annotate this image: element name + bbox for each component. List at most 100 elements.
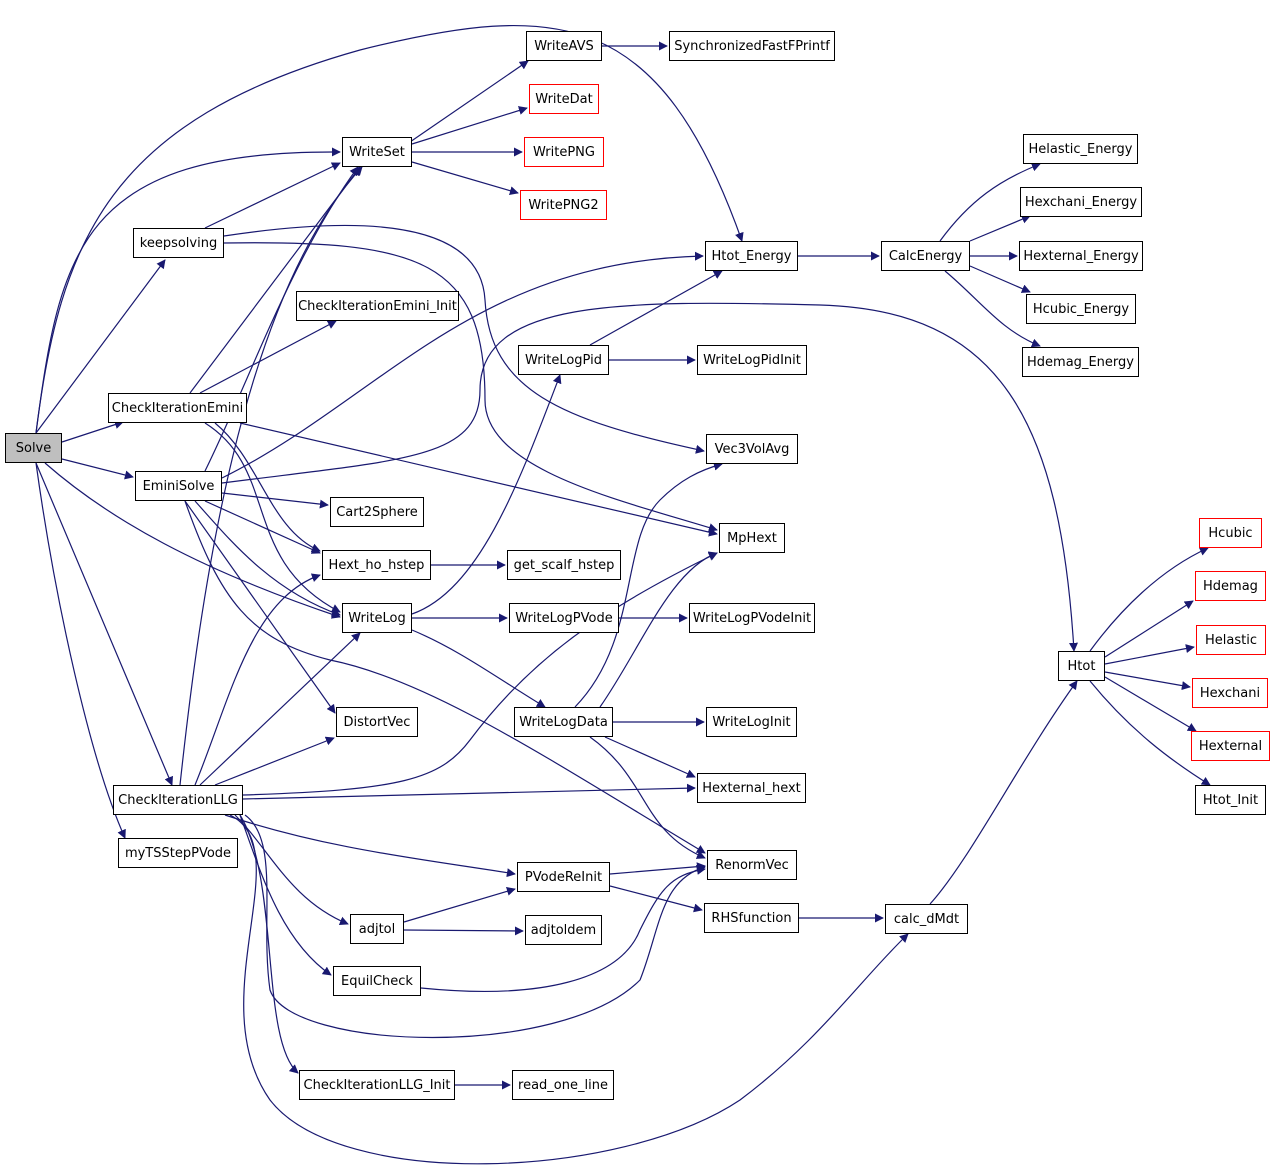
node-mphext[interactable]: MpHext: [719, 523, 785, 553]
node-writelogpid-label: WriteLogPid: [525, 352, 602, 368]
node-hext-ho-hstep[interactable]: Hext_ho_hstep: [322, 550, 431, 580]
edge-equilcheck-to-renormvec: [420, 865, 706, 992]
node-writedat[interactable]: WriteDat: [529, 84, 599, 114]
node-helastic-energy[interactable]: Helastic_Energy: [1023, 134, 1138, 164]
edge-htot-to-hcubic: [1089, 547, 1209, 652]
node-renormvec[interactable]: RenormVec: [707, 850, 797, 880]
node-writelogpvodeinit[interactable]: WriteLogPVodeInit: [689, 603, 815, 633]
node-adjtoldem[interactable]: adjtoldem: [525, 915, 602, 945]
node-hexternal-hext[interactable]: Hexternal_hext: [697, 773, 806, 803]
node-read-one-line-label: read_one_line: [518, 1077, 608, 1093]
node-writepng-label: WritePNG: [533, 144, 595, 160]
node-keepsolving[interactable]: keepsolving: [133, 228, 224, 258]
node-hext-ho-hstep-label: Hext_ho_hstep: [328, 557, 425, 573]
node-hdemag[interactable]: Hdemag: [1195, 571, 1266, 601]
node-rhsfunction[interactable]: RHSfunction: [704, 903, 799, 933]
node-adjtol-label: adjtol: [358, 921, 396, 937]
node-solve-label: Solve: [15, 440, 52, 456]
edge-calcenergy-to-helastic-energy: [939, 162, 1041, 242]
node-calc-dmdt[interactable]: calc_dMdt: [885, 904, 968, 934]
node-vec3volavg[interactable]: Vec3VolAvg: [706, 434, 798, 464]
node-htot[interactable]: Htot: [1058, 651, 1105, 681]
node-get-scalf-hstep[interactable]: get_scalf_hstep: [507, 550, 621, 580]
node-read-one-line[interactable]: read_one_line: [512, 1070, 614, 1100]
node-calc-dmdt-label: calc_dMdt: [893, 911, 960, 927]
edge-htot-to-hexternal: [1104, 676, 1197, 732]
node-hcubic-energy[interactable]: Hcubic_Energy: [1026, 294, 1136, 324]
node-hdemag-energy[interactable]: Hdemag_Energy: [1022, 347, 1139, 377]
node-equilcheck[interactable]: EquilCheck: [333, 966, 421, 996]
node-get-scalf-hstep-label: get_scalf_hstep: [513, 557, 615, 573]
edge-keepsolving-to-mphext: [223, 242, 718, 532]
node-writelogdata[interactable]: WriteLogData: [514, 707, 613, 737]
node-renormvec-label: RenormVec: [715, 857, 789, 873]
node-checkiterationllg-init-label: CheckIterationLLG_Init: [303, 1077, 451, 1093]
node-checkiterationllg-init[interactable]: CheckIterationLLG_Init: [299, 1070, 455, 1100]
node-writepng2[interactable]: WritePNG2: [520, 190, 607, 220]
edge-checkllg-to-renormvec: [244, 814, 706, 1039]
edge-solve-to-htot-energy: [35, 24, 744, 434]
node-writelogpidinit[interactable]: WriteLogPidInit: [697, 345, 807, 375]
node-adjtol[interactable]: adjtol: [350, 914, 404, 944]
edge-eminisolve-to-renormvec: [184, 500, 706, 854]
edge-checkemini-to-writelog: [204, 422, 341, 613]
node-checkiterationllg[interactable]: CheckIterationLLG: [113, 785, 243, 815]
node-writeavs[interactable]: WriteAVS: [526, 31, 602, 61]
edge-solve-to-writeset: [35, 147, 341, 434]
node-writelogpidinit-label: WriteLogPidInit: [703, 352, 801, 368]
node-hexchani-energy-label: Hexchani_Energy: [1024, 194, 1138, 210]
edge-htot-to-hexchani: [1104, 671, 1191, 691]
edge-calc-dmdt-to-htot: [929, 680, 1078, 905]
node-solve[interactable]: Solve: [5, 433, 62, 463]
node-checkiterationemini-label: CheckIterationEmini: [111, 400, 244, 416]
edge-pvodereinit-to-rhsfunction: [609, 885, 703, 913]
node-writeloginit[interactable]: WriteLogInit: [706, 707, 797, 737]
edge-checkemini-to-hext-ho-hstep: [214, 422, 321, 553]
node-writeset-label: WriteSet: [349, 144, 405, 160]
node-synchronizedfastfprintf[interactable]: SynchronizedFastFPrintf: [669, 31, 835, 61]
node-hexchani[interactable]: Hexchani: [1192, 678, 1268, 708]
edge-solve-to-mytssteppvode: [35, 462, 126, 839]
node-writeset[interactable]: WriteSet: [342, 137, 412, 167]
node-writelogpid[interactable]: WriteLogPid: [518, 345, 609, 375]
node-hcubic[interactable]: Hcubic: [1199, 518, 1262, 548]
node-writelogpvode-label: WriteLogPVode: [515, 610, 613, 626]
node-checkiterationemini-init[interactable]: CheckIterationEmini_Init: [296, 291, 459, 321]
node-cart2sphere[interactable]: Cart2Sphere: [330, 497, 424, 527]
node-vec3volavg-label: Vec3VolAvg: [714, 441, 790, 457]
node-checkiterationemini-init-label: CheckIterationEmini_Init: [298, 298, 457, 314]
edge-keepsolving-to-writeset: [204, 162, 341, 229]
edge-pvodereinit-to-renormvec: [609, 862, 706, 875]
node-writelogpvode[interactable]: WriteLogPVode: [509, 603, 619, 633]
node-hexternal[interactable]: Hexternal: [1191, 731, 1270, 761]
node-writelog-label: WriteLog: [348, 610, 406, 626]
edge-calcenergy-to-hdemag-energy: [944, 270, 1041, 348]
node-htot-init[interactable]: Htot_Init: [1195, 785, 1266, 815]
edge-eminisolve-to-writelog: [194, 500, 341, 617]
node-checkiterationemini[interactable]: CheckIterationEmini: [108, 393, 247, 423]
node-htot-energy-label: Htot_Energy: [711, 248, 792, 264]
node-writelog[interactable]: WriteLog: [342, 603, 412, 633]
node-helastic-energy-label: Helastic_Energy: [1028, 141, 1133, 157]
node-distortvec[interactable]: DistortVec: [336, 707, 418, 737]
edge-keepsolving-to-vec3volavg: [223, 224, 705, 454]
node-helastic[interactable]: Helastic: [1196, 625, 1266, 655]
edge-htot-to-htot-init: [1089, 680, 1211, 786]
edge-eminisolve-to-cart2sphere: [221, 492, 329, 509]
node-hcubic-label: Hcubic: [1208, 525, 1253, 541]
node-rhsfunction-label: RHSfunction: [711, 910, 792, 926]
edge-writelogdata-to-mphext: [599, 551, 718, 708]
node-eminisolve[interactable]: EminiSolve: [135, 471, 222, 501]
node-calcenergy[interactable]: CalcEnergy: [881, 241, 970, 271]
node-htot-energy[interactable]: Htot_Energy: [705, 241, 798, 271]
node-writepng[interactable]: WritePNG: [524, 137, 604, 167]
edge-checkllg-to-writeset: [179, 166, 363, 786]
edge-checkemini-to-mphext: [239, 422, 718, 537]
edge-checkemini-to-writeset: [189, 166, 361, 394]
node-mytssteppvode[interactable]: myTSStepPVode: [118, 838, 238, 868]
edge-solve-to-keepsolving: [35, 259, 166, 434]
edge-checkllg-to-mphext: [242, 552, 718, 796]
node-hexchani-energy[interactable]: Hexchani_Energy: [1020, 187, 1142, 217]
node-hexternal-energy[interactable]: Hexternal_Energy: [1019, 241, 1143, 271]
node-pvodereinit[interactable]: PVodeReInit: [517, 862, 610, 892]
